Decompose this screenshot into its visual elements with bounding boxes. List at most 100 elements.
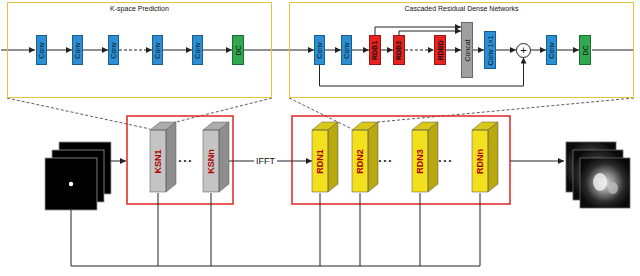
panel-title: K-space Prediction <box>7 5 272 12</box>
block-label: KSNn <box>207 149 216 174</box>
block-label: Conv <box>110 42 117 58</box>
block-front <box>312 130 328 192</box>
flow-line <box>592 50 634 51</box>
rdn-block: RDNn <box>472 130 488 192</box>
mr-image <box>580 158 630 208</box>
block-side <box>166 122 176 192</box>
rdn-block: RDN3 <box>412 130 428 192</box>
conv-layer: Conv 1×1 <box>484 31 496 69</box>
block-label: Conv <box>343 42 350 58</box>
block-label: RDB2 <box>396 40 403 59</box>
connector <box>244 50 314 51</box>
conv-layer: Conv <box>36 35 47 65</box>
block-label: RDB1 <box>372 40 379 59</box>
data-consistency-line <box>71 210 480 266</box>
edge-label: IFFT <box>254 157 277 166</box>
connector <box>531 50 546 51</box>
panel-title: Cascaded Residual Dense Networks <box>289 5 634 12</box>
block-side <box>219 122 229 192</box>
ellipsis-mark: • • • <box>439 157 452 165</box>
mr-organ <box>593 173 607 191</box>
connector <box>496 50 516 51</box>
module-panel: Conv Conv RDB1 RDB2 RDBD Concat Conv 1×1 + Conv D… <box>289 2 634 98</box>
data-consistency-line <box>420 193 421 266</box>
conv-layer: Conv <box>314 35 325 65</box>
block-front <box>412 130 428 192</box>
flow-line <box>111 161 126 162</box>
flow-line <box>1 50 35 51</box>
data-consistency-line <box>480 193 481 266</box>
block-label: + <box>520 45 526 56</box>
data-consistency-line <box>158 193 159 266</box>
data-consistency-line <box>360 193 361 266</box>
block-label: DC <box>582 45 589 55</box>
block-label: Conv <box>316 42 323 58</box>
group-frame <box>292 116 510 204</box>
block-label: Conv <box>38 42 45 58</box>
connector <box>446 50 461 51</box>
connector <box>557 50 579 51</box>
zoom-line <box>7 98 150 129</box>
flow-line <box>510 161 564 162</box>
block-front <box>203 130 219 192</box>
connector <box>473 50 484 51</box>
connector <box>203 50 232 51</box>
conv-layer: Conv <box>546 35 557 65</box>
connector <box>352 50 369 51</box>
kspace-image <box>45 158 97 210</box>
ellipsis-mark: • • • <box>179 157 192 165</box>
block-label: Conv <box>154 42 161 58</box>
connector <box>163 50 192 51</box>
kspace-center <box>69 182 73 186</box>
rdn-block: RDN2 <box>352 130 368 192</box>
zoom-line <box>289 98 352 129</box>
block-label: Conv <box>194 42 201 58</box>
data-consistency-line <box>211 193 212 266</box>
ellipsis-mark: • • • <box>379 157 392 165</box>
block-label: RDN1 <box>316 149 325 174</box>
rdb-block: RDB1 <box>369 35 381 65</box>
zoom-line <box>378 98 634 122</box>
rdb-block: RDBD <box>434 35 446 65</box>
connector <box>325 50 341 51</box>
conv-layer: Conv <box>152 35 163 65</box>
module-panel: Conv Conv Conv Conv Conv DC K-space Prediction <box>7 2 272 98</box>
data-consistency-line <box>320 193 321 266</box>
block-label: RDN2 <box>356 149 365 174</box>
block-label: Concat <box>464 39 471 61</box>
block-side <box>368 122 378 192</box>
connector <box>381 50 393 51</box>
block-front <box>150 130 166 192</box>
block-label: DC <box>235 45 242 55</box>
mr-organ <box>608 182 618 194</box>
group-frame <box>127 116 233 204</box>
block-label: RDBD <box>437 40 444 60</box>
block-label: Conv 1×1 <box>487 35 494 65</box>
connector <box>119 50 152 51</box>
ksn-block: KSN1 <box>150 130 166 192</box>
connector <box>375 27 461 35</box>
block-label: KSN1 <box>154 149 163 173</box>
dc-layer: DC <box>232 35 244 65</box>
connector <box>399 31 461 35</box>
block-label: RDN3 <box>416 149 425 174</box>
conv-layer: Conv <box>72 35 83 65</box>
block-label: Conv <box>548 42 555 58</box>
block-front <box>472 130 488 192</box>
block-side <box>488 122 498 192</box>
dc-layer: DC <box>579 35 591 65</box>
conv-layer: Conv <box>108 35 119 65</box>
concat-layer: Concat <box>461 22 473 78</box>
block-label: RDNn <box>476 149 485 174</box>
ksn-block: KSNn <box>203 130 219 192</box>
zoom-line <box>176 98 272 122</box>
connector <box>83 50 108 51</box>
connector <box>405 50 434 51</box>
rdb-block: RDB2 <box>393 35 405 65</box>
block-side <box>428 122 438 192</box>
conv-layer: Conv <box>192 35 203 65</box>
block-side <box>328 122 338 192</box>
connector <box>47 50 72 51</box>
block-label: Conv <box>74 42 81 58</box>
sum-node: + <box>516 43 531 58</box>
